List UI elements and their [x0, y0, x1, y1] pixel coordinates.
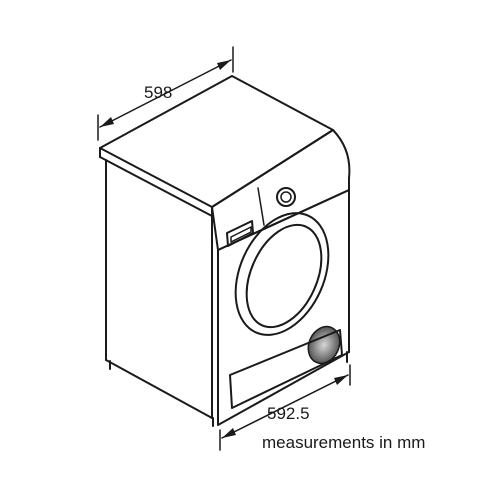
measurement-unit-note: measurements in mm [262, 433, 425, 452]
dryer-body [99, 75, 351, 427]
front-face [217, 189, 350, 426]
top-plate [99, 75, 334, 208]
depth-arrowhead-right [334, 375, 348, 385]
width-dimension-line [99, 59, 232, 128]
door-glass [245, 223, 323, 329]
service-hatch [229, 329, 343, 409]
side-panel-bottom-edge [105, 359, 213, 419]
control-panel [211, 129, 351, 251]
top-plate-edge-bottom [99, 156, 213, 217]
width-arrowhead-left [100, 117, 114, 127]
depth-label: 592.5 [267, 404, 310, 423]
vent-grille [307, 325, 341, 365]
depth-dimension-line [221, 374, 349, 439]
display-screen [230, 226, 252, 243]
depth-arrowhead-left [222, 428, 236, 438]
knob-icon [276, 187, 296, 207]
control-panel-divider [257, 187, 265, 226]
width-label: 598 [144, 83, 172, 102]
width-dimension: 598 [97, 46, 234, 141]
display-panel [226, 220, 254, 247]
door-outer-ring [234, 212, 330, 336]
depth-dimension: 592.5 [219, 364, 351, 451]
width-arrowhead-right [217, 60, 231, 70]
